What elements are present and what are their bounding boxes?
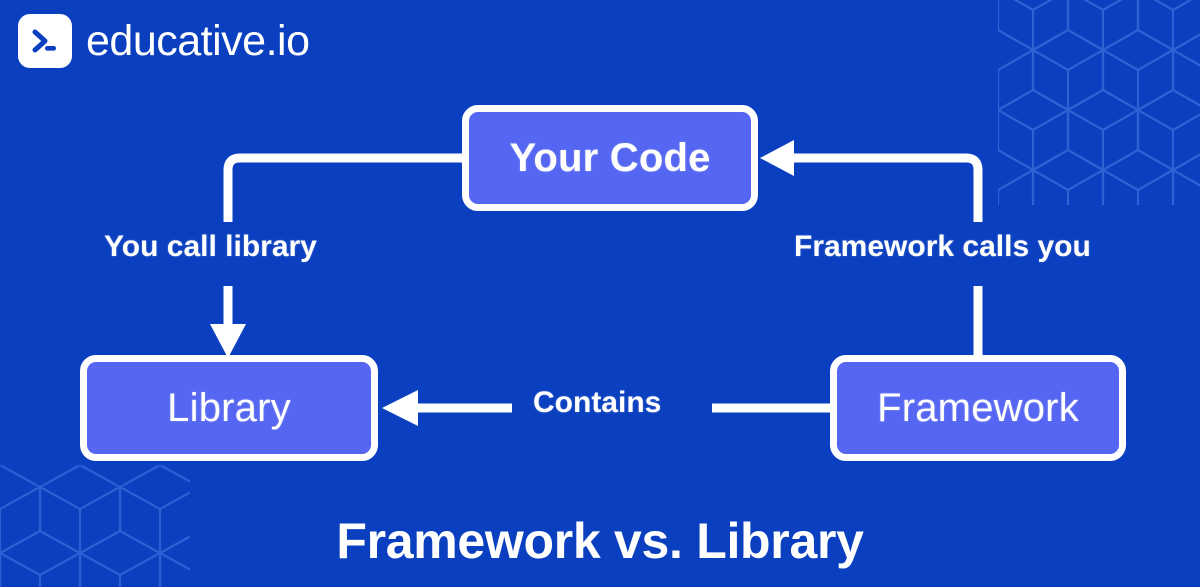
brand-wordmark: educative.io: [86, 16, 310, 65]
arrowhead-into-library-top: [210, 324, 246, 358]
node-framework: Framework: [830, 355, 1126, 461]
edge-your-code-to-library-upper: [223, 153, 462, 222]
brand-logo: educative.io: [18, 14, 310, 68]
node-your-code-label: Your Code: [509, 135, 711, 180]
node-library: Library: [80, 355, 378, 461]
edge-label-framework-calls-you: Framework calls you: [794, 230, 1091, 263]
arrowhead-into-library-right: [382, 390, 418, 426]
terminal-prompt-icon: [18, 14, 72, 68]
node-your-code: Your Code: [462, 105, 758, 211]
edge-label-contains: Contains: [533, 386, 662, 419]
node-library-label: Library: [167, 385, 291, 430]
arrowhead-into-your-code-right: [760, 140, 794, 176]
node-framework-label: Framework: [877, 385, 1079, 430]
edge-label-you-call-library: You call library: [104, 230, 317, 263]
cube-lattice-pattern-top-right: [998, 0, 1200, 205]
diagram-title: Framework vs. Library: [336, 513, 864, 569]
edge-framework-to-your-code-upper: [790, 153, 983, 222]
